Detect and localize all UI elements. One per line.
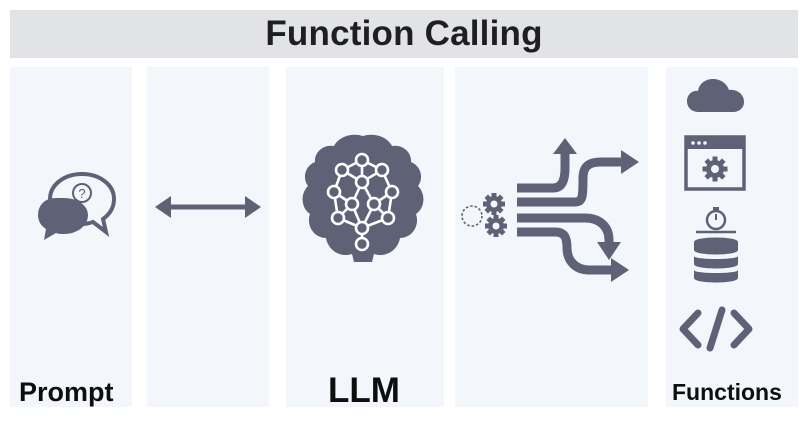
- code-icon: [679, 306, 753, 352]
- brain-network-icon: [302, 134, 424, 262]
- chat-bubbles-icon: ?: [38, 171, 117, 240]
- functions-panel: [666, 67, 798, 407]
- browser-settings-icon: [684, 135, 746, 191]
- router-panel: [455, 67, 648, 407]
- svg-text:?: ?: [78, 186, 85, 201]
- diagram-title: Function Calling: [265, 14, 543, 53]
- database-timer-icon: [694, 207, 738, 283]
- functions-label: Functions: [672, 379, 782, 405]
- gears-icon: [461, 193, 507, 237]
- connector-panel: [147, 67, 269, 407]
- title-bar: Function Calling: [10, 10, 798, 58]
- double-arrow-icon: [155, 196, 261, 218]
- prompt-panel: [10, 67, 132, 407]
- prompt-label: Prompt: [19, 377, 114, 407]
- split-arrows-icon: [517, 138, 639, 282]
- llm-label: LLM: [328, 371, 400, 410]
- cloud-icon: [687, 79, 744, 112]
